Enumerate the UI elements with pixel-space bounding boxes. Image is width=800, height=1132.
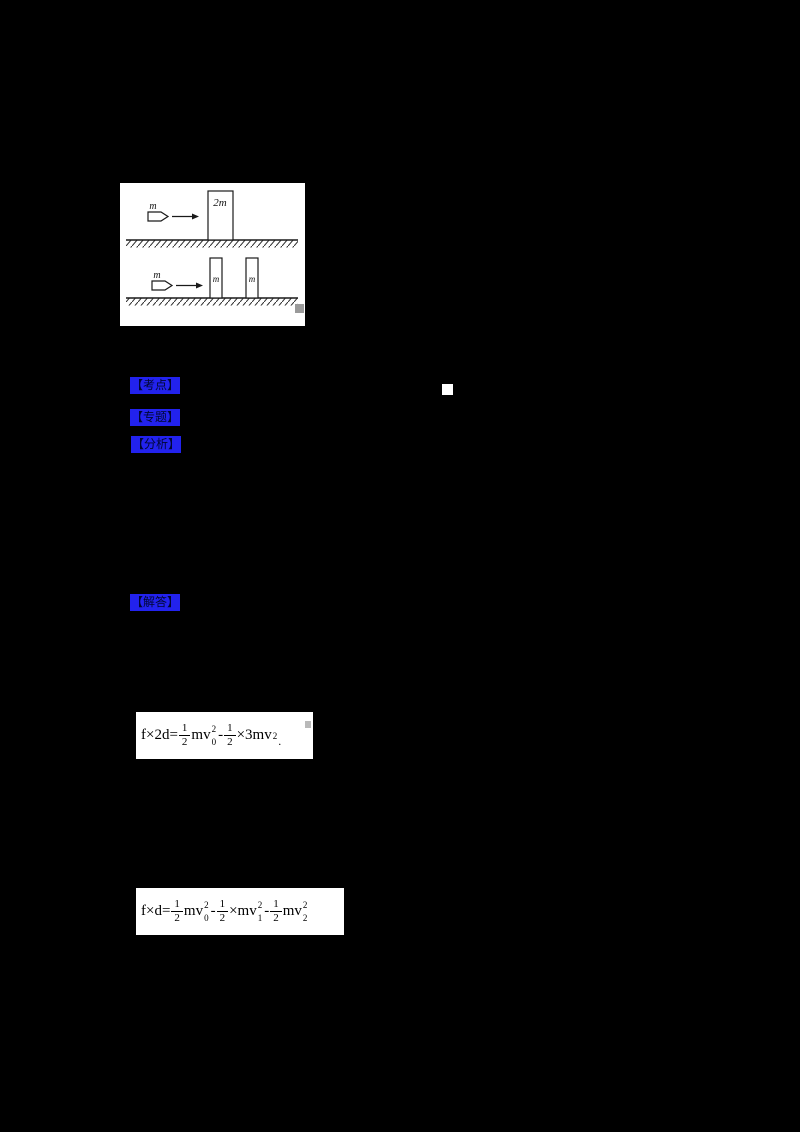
block-m-left [209, 257, 223, 299]
block-m-right [245, 257, 259, 299]
formula2-term1: mv [183, 903, 204, 919]
velocity-arrowhead-top [192, 213, 199, 220]
block-2m-label: 2m [213, 197, 227, 209]
formula1-fraction-1: 1 2 [178, 722, 191, 748]
bullet-bottom-label: m [153, 270, 160, 281]
formula1-endmark: . [278, 734, 282, 748]
formula1-term1-sub: 0 [211, 736, 217, 747]
formula2-frac1-den: 2 [174, 912, 180, 924]
formula2-term2-supsub: 2 1 [257, 899, 263, 923]
velocity-arrowhead-bottom [196, 282, 203, 289]
formula1-term1: mv [191, 727, 211, 743]
formula1-fraction-2: 1 2 [224, 722, 236, 748]
formula1-frac2-num: 1 [224, 722, 236, 736]
formula2-term2-sup: 2 [257, 899, 263, 910]
formula1-frac2-den: 2 [227, 736, 233, 748]
formula2-frac3-den: 2 [273, 912, 279, 924]
block-2m [207, 190, 234, 241]
formula2-term3-supsub: 2 2 [302, 899, 308, 923]
formula2-lhs: f×d= [141, 903, 171, 919]
formula1-term1-sup: 2 [211, 723, 217, 734]
formula-image-2: f×d= 1 2 mv 2 0 - 1 2 ×mv 2 1 - 1 2 mv 2… [136, 888, 344, 935]
formula1-frac1-den: 2 [181, 736, 188, 748]
figure-resize-handle [295, 304, 304, 313]
formula2-term2: ×mv [229, 903, 257, 919]
formula1-frac1-num: 1 [178, 722, 191, 736]
formula2-fraction-2: 1 2 [216, 898, 229, 924]
section-label-jieda: 【解答】 [130, 594, 181, 611]
bullet-top [147, 211, 170, 222]
block-m-right-label: m [249, 274, 256, 284]
formula2-term2-sub: 1 [257, 912, 263, 923]
section-label-zhuanti: 【专题】 [130, 409, 181, 426]
formula1-handle [305, 721, 311, 728]
bullet-bottom [151, 280, 174, 291]
formula2-fraction-3: 1 2 [270, 898, 282, 924]
formula2-fraction-1: 1 2 [171, 898, 183, 924]
formula2-term1-sub: 0 [204, 912, 209, 923]
formula2-minus2: - [264, 903, 270, 919]
section-label-kaodian: 【考点】 [130, 377, 181, 394]
text-cursor-block [442, 384, 453, 395]
formula1-term2: ×3mv [236, 727, 272, 743]
formula2-term1-supsub: 2 0 [204, 899, 209, 923]
formula2-term3-sup: 2 [302, 899, 308, 910]
formula1-term1-supsub: 2 0 [211, 723, 217, 747]
formula-image-1: f×2d= 1 2 mv 2 0 - 1 2 ×3mv 2 . [136, 712, 313, 759]
formula2-term3: mv [282, 903, 302, 919]
formula1-minus: - [218, 727, 224, 743]
ground-hatch-top [126, 240, 298, 248]
physics-figure: 2m m m m m [120, 183, 305, 326]
ground-hatch-bottom [126, 298, 298, 306]
formula2-minus1: - [210, 903, 216, 919]
formula2-frac1-num: 1 [171, 898, 183, 912]
formula2-frac3-num: 1 [270, 898, 282, 912]
bullet-top-label: m [149, 201, 156, 212]
physics-figure-svg: 2m m m m m [126, 190, 298, 306]
formula2-frac2-den: 2 [219, 912, 226, 924]
block-m-left-label: m [213, 274, 220, 284]
formula1-lhs: f×2d= [141, 727, 178, 743]
formula2-term1-sup: 2 [204, 899, 209, 910]
section-label-fenxi: 【分析】 [131, 436, 182, 453]
formula2-term3-sub: 2 [302, 912, 308, 923]
formula2-frac2-num: 1 [216, 898, 229, 912]
formula1-term2-sup: 2 [272, 730, 278, 741]
